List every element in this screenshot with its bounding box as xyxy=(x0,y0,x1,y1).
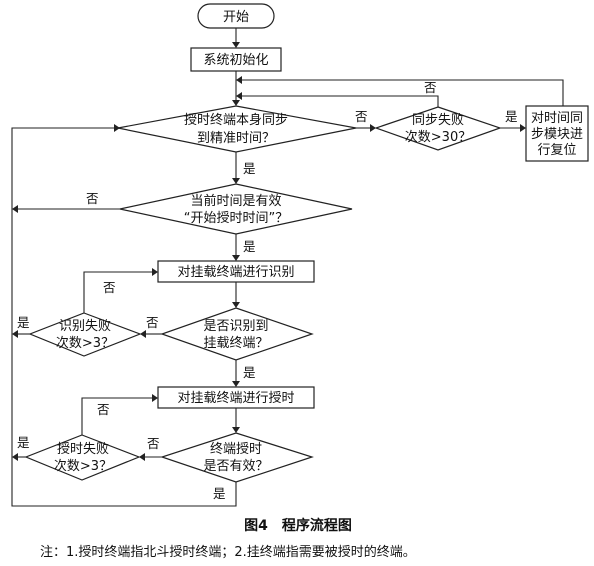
arrowhead xyxy=(152,394,158,402)
edge-timingfail-no xyxy=(81,397,152,435)
identified-decision xyxy=(160,307,314,361)
arrowhead xyxy=(370,124,376,132)
arrowhead xyxy=(114,124,120,132)
reset-line-3: 行复位 xyxy=(537,143,576,158)
label-timingfail-yes: 是 xyxy=(17,435,30,450)
time-valid-line-2: “开始授时时间”？ xyxy=(184,211,288,226)
label-identifyfail-no: 否 xyxy=(103,280,116,295)
arrowhead xyxy=(232,178,240,184)
arrowhead xyxy=(139,453,145,461)
arrowhead xyxy=(232,100,240,106)
arrowhead xyxy=(12,205,18,213)
arrowhead xyxy=(232,42,240,48)
connectors xyxy=(11,28,564,507)
arrowhead xyxy=(236,76,242,84)
arrowhead xyxy=(140,330,146,338)
identify-box xyxy=(157,260,315,283)
timing-valid-decision xyxy=(160,432,314,483)
arrowhead xyxy=(236,92,242,100)
figure-caption: 图4 程序流程图 xyxy=(244,517,352,534)
arrowhead xyxy=(12,453,18,461)
arrowhead xyxy=(520,124,526,132)
identify-fail-decision xyxy=(28,312,142,357)
identify-fail-line-1: 识别失败 xyxy=(59,319,111,334)
timing-valid-line-2: 是否有效？ xyxy=(203,459,268,474)
identify-label: 对挂载终端进行识别 xyxy=(177,264,294,280)
init-box xyxy=(190,47,282,72)
init-label: 系统初始化 xyxy=(203,53,268,68)
label-selfsync-no: 否 xyxy=(355,109,368,124)
identified-line-2: 挂载终端？ xyxy=(203,335,268,351)
timing-label: 对挂载终端进行授时 xyxy=(177,390,294,406)
figure-note: 注：1.授时终端指北斗授时终端；2.挂终端指需要被授时的终端。 xyxy=(40,544,416,560)
edge-syncfail-no xyxy=(242,95,439,107)
label-selfsync-yes: 是 xyxy=(243,161,256,176)
timing-fail-line-1: 授时失败 xyxy=(57,442,109,457)
sync-fail-decision xyxy=(374,106,502,151)
time-valid-line-1: 当前时间是有效 xyxy=(190,193,281,209)
label-timevalid-yes: 是 xyxy=(243,239,256,254)
label-syncfail-no: 否 xyxy=(424,80,437,95)
label-timingfail-no: 否 xyxy=(97,402,110,417)
identify-fail-line-2: 次数>3？ xyxy=(56,335,114,351)
arrowhead xyxy=(232,381,240,387)
label-timingvalid-no: 否 xyxy=(147,436,160,451)
timing-fail-decision xyxy=(24,434,141,481)
arrowhead xyxy=(232,302,240,308)
self-sync-line-2: 到精准时间？ xyxy=(197,131,275,146)
self-sync-decision xyxy=(117,105,357,153)
start-terminal xyxy=(197,3,275,29)
start-label: 开始 xyxy=(223,10,249,25)
reset-line-2: 步模块进 xyxy=(531,127,583,142)
timing-box xyxy=(157,386,315,409)
sync-fail-line-2: 次数>30？ xyxy=(405,129,471,145)
edge-reset-loop xyxy=(242,79,564,106)
edge-timingvalid-yes-loop xyxy=(11,127,237,507)
edge-identifyfail-no xyxy=(83,271,152,313)
timing-fail-line-2: 次数>3？ xyxy=(54,458,112,474)
arrowhead xyxy=(232,427,240,433)
arrowhead xyxy=(12,330,18,338)
timing-valid-line-1: 终端授时 xyxy=(210,441,262,457)
label-identifyfail-yes: 是 xyxy=(17,315,30,330)
time-valid-decision xyxy=(119,183,353,235)
label-syncfail-yes: 是 xyxy=(505,109,518,124)
self-sync-line-1: 授时终端本身同步 xyxy=(184,112,288,128)
arrowhead xyxy=(232,255,240,261)
reset-line-1: 对时间同 xyxy=(531,111,583,126)
arrowhead xyxy=(152,268,158,276)
label-timevalid-no: 否 xyxy=(86,191,99,206)
sync-fail-line-1: 同步失败 xyxy=(412,113,464,128)
identified-line-1: 是否识别到 xyxy=(203,319,268,334)
reset-box xyxy=(525,105,589,162)
label-timingvalid-yes: 是 xyxy=(213,486,226,501)
label-identified-no: 否 xyxy=(146,315,159,330)
label-identified-yes: 是 xyxy=(243,365,256,380)
